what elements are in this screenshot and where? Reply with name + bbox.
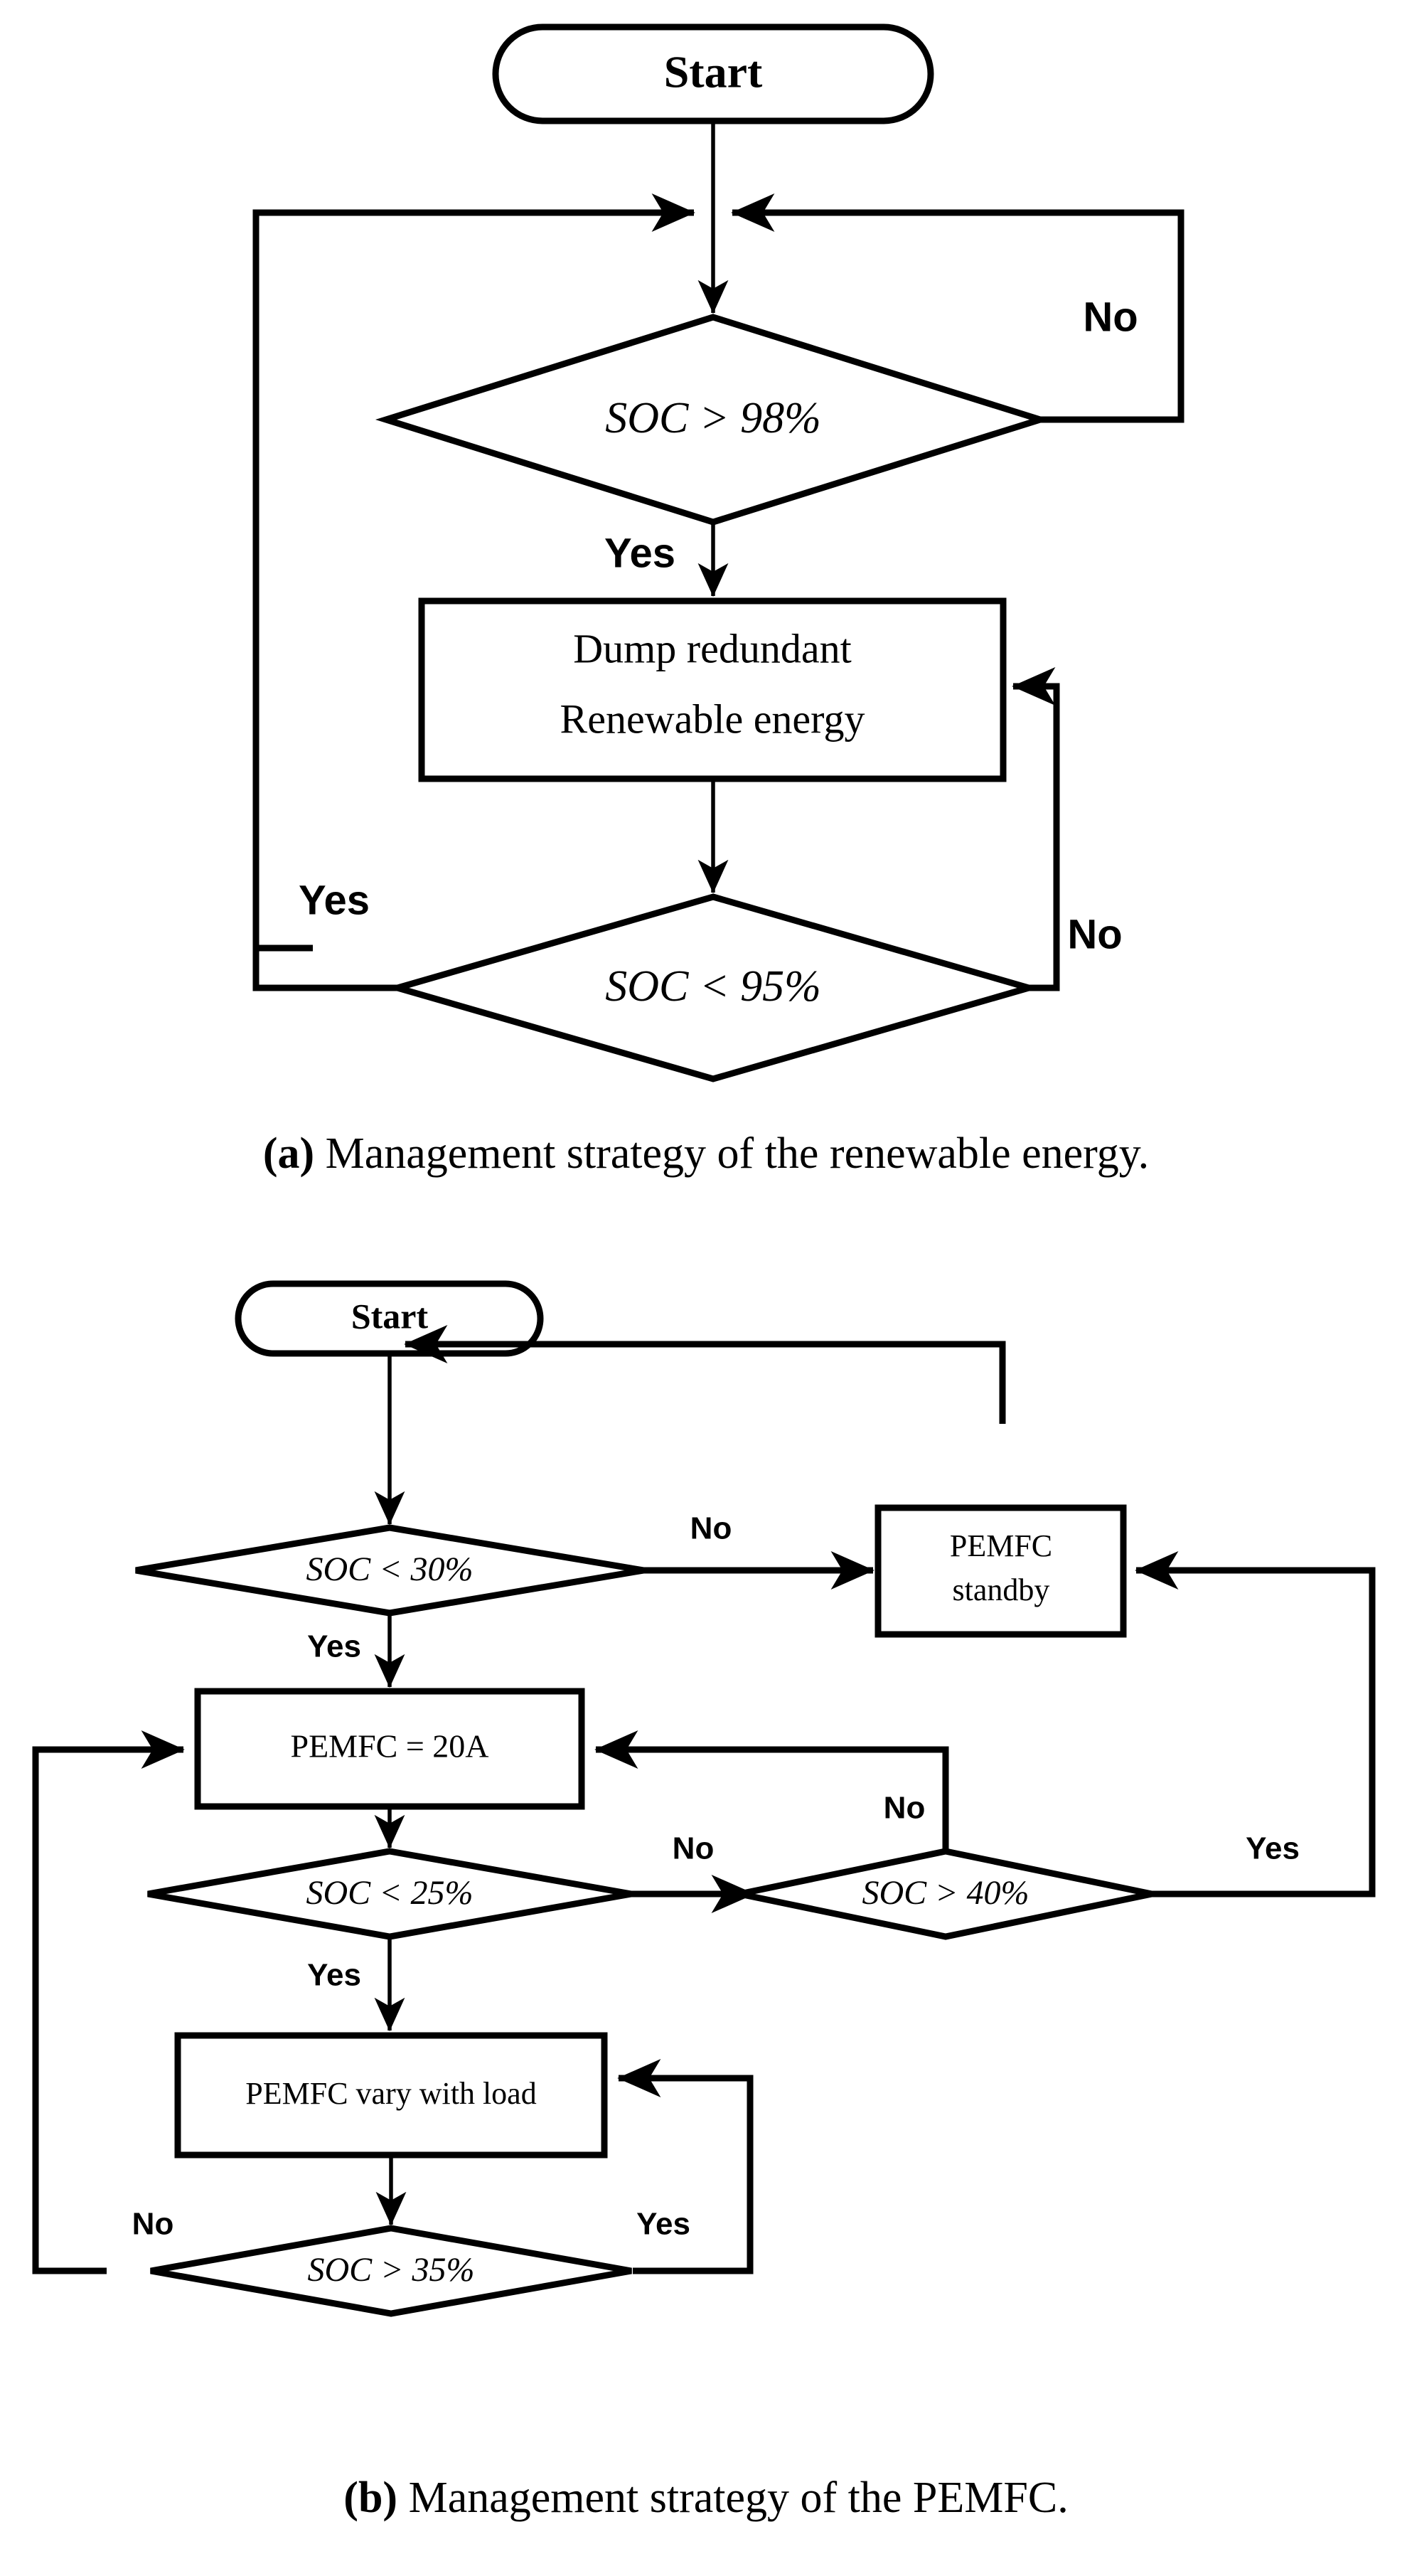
process-pemfc-standby-b [875, 1504, 1127, 1638]
edge-label-d1-yes-b: Yes [307, 1629, 361, 1664]
process-pemfc-vary-load-b [174, 2032, 608, 2159]
process-pemfc-standby-line1-b: PEMFC [950, 1528, 1052, 1563]
edge-decision3-no-loop-b [594, 1730, 949, 1851]
start-label-b: Start [351, 1296, 429, 1336]
process-pemfc-20a-label-b: PEMFC = 20A [290, 1728, 488, 1765]
edge-standby-loop-b [404, 1325, 1006, 1424]
decision-soc35-b [150, 2225, 632, 2317]
decision-soc25-label-b: SOC < 25% [306, 1874, 473, 1912]
figure-caption-a: (a) Management strategy of the renewable… [0, 1129, 1412, 1178]
edge-label-d1-no-a: No [1083, 294, 1138, 340]
figure-caption-b: (b) Management strategy of the PEMFC. [0, 2474, 1412, 2522]
edge-label-d1-no-b: No [690, 1511, 732, 1546]
edge-label-d2-no-a: No [1067, 911, 1122, 957]
flowchart-pemfc: Start SOC < 30% No PEMFC standby Yes Yes [0, 1238, 1412, 2447]
edge-label-d2-no-b: No [673, 1831, 715, 1866]
caption-text-b: Management strategy of the PEMFC. [397, 2474, 1069, 2522]
edge-decision2-no-loop-a [1012, 667, 1060, 991]
edge-decision4-yes-loop-b [617, 2059, 754, 2274]
edge-label-d4-no-b: No [132, 2207, 174, 2242]
decision-soc40-label-b: SOC > 40% [862, 1874, 1029, 1912]
decision-soc30-label-b: SOC < 30% [306, 1550, 473, 1588]
process-pemfc-standby-line2-b: standby [953, 1572, 1050, 1607]
caption-label-b: (b) [343, 2474, 398, 2522]
edge-label-d4-yes-b: Yes [636, 2207, 690, 2242]
decision-soc95-a [385, 893, 1041, 1082]
edge-label-d3-yes-b: Yes [1246, 1831, 1300, 1866]
edge-label-d1-yes-a: Yes [604, 530, 675, 576]
process-pemfc-vary-load-label-b: PEMFC vary with load [245, 2076, 536, 2111]
process-pemfc-20a-b [194, 1688, 585, 1810]
decision-soc98-label-a: SOC > 98% [605, 394, 821, 442]
edge-decision2-yes-stub-a [252, 939, 397, 991]
flowchart-renewable-energy: Start SOC > 98% No Yes Yes Dump redundan… [0, 0, 1412, 1109]
process-dump-energy-line1-a: Dump redundant [573, 625, 851, 671]
process-dump-energy-line2-a: Renewable energy [560, 696, 865, 742]
caption-text-a: Management strategy of the renewable ene… [314, 1129, 1150, 1178]
caption-label-a: (a) [262, 1129, 315, 1178]
edge-decision1-no-loop-a [731, 193, 1184, 423]
edge-label-d3-no-b: No [884, 1791, 926, 1826]
start-label-a: Start [664, 47, 763, 97]
edge-decision3-yes-loop-b [1135, 1551, 1376, 1898]
decision-soc40-b [739, 1848, 1152, 1940]
edge-label-d2-yes-a: Yes [299, 877, 370, 923]
decision-soc95-label-a: SOC < 95% [605, 962, 821, 1011]
decision-soc35-label-b: SOC > 35% [307, 2251, 474, 2289]
edge-decision2-yes-loop-a [252, 193, 695, 952]
edge-decision4-no-loop-b [32, 1730, 185, 2274]
edge-label-d2-yes-b: Yes [307, 1958, 361, 1993]
